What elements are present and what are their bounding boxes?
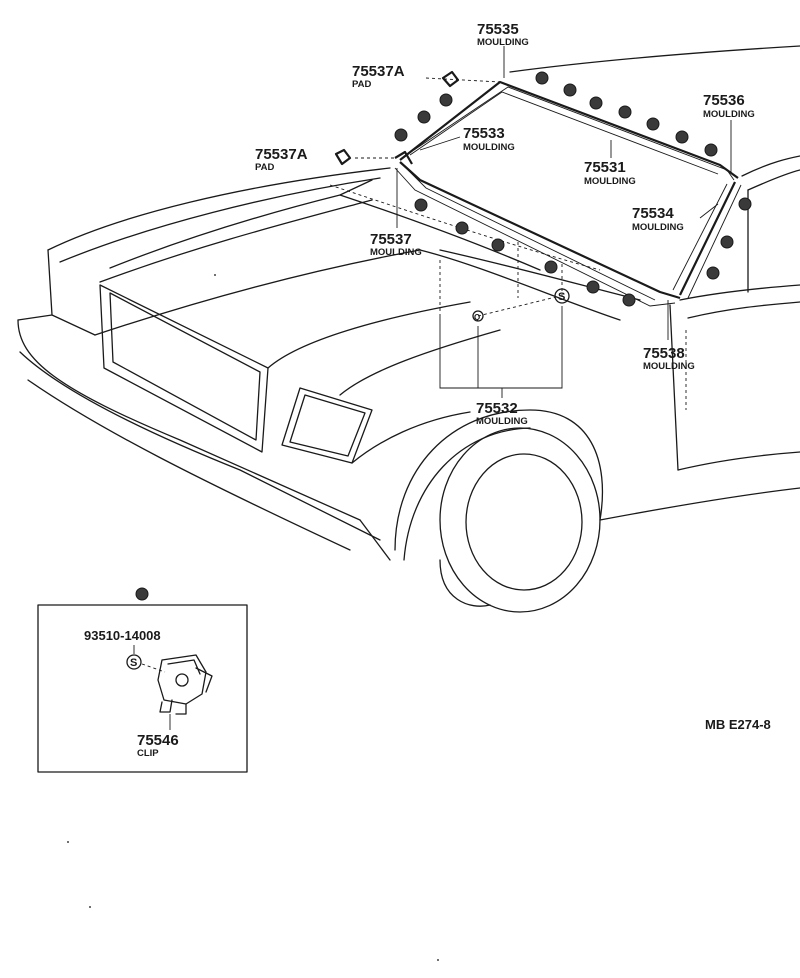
part-labels: 75535 MOULDING 75537A PAD 75533 MOULDING… <box>255 21 755 427</box>
inset-screw-label: S <box>130 657 137 669</box>
speck <box>89 906 91 908</box>
clip-detail-inset: 93510-14008 S 75546 CLIP <box>37 604 248 773</box>
part-name-75537: MOULDING <box>370 247 422 258</box>
inset-frame <box>37 604 248 773</box>
dot <box>589 96 603 110</box>
part-number-75537a-top: 75537A <box>352 63 405 80</box>
pad-left-shape <box>334 148 352 166</box>
part-number-75546: 75546 <box>137 732 179 749</box>
part-number-75537a-left: 75537A <box>255 146 308 163</box>
part-number-75536: 75536 <box>703 92 745 109</box>
part-name-75538: MOULDING <box>643 361 695 372</box>
dot <box>417 110 431 124</box>
part-number-75532: 75532 <box>476 400 518 417</box>
clip-symbol <box>472 310 484 322</box>
screw-symbol-label: S <box>558 291 565 303</box>
dot <box>675 130 689 144</box>
dot <box>646 117 660 131</box>
speck <box>67 841 69 843</box>
screw-symbol <box>554 288 570 304</box>
adhesive-dots <box>135 71 752 601</box>
speck <box>214 274 216 276</box>
part-number-93510: 93510-14008 <box>84 628 161 643</box>
part-name-75533: MOULDING <box>463 142 515 153</box>
dot <box>439 93 453 107</box>
dot <box>704 143 718 157</box>
dot <box>720 235 734 249</box>
dot <box>586 280 600 294</box>
inset-screw-symbol <box>126 654 142 670</box>
clip-icon <box>157 654 213 715</box>
dot <box>618 105 632 119</box>
leader-lines <box>355 46 732 398</box>
part-number-75538: 75538 <box>643 345 685 362</box>
dot <box>394 128 408 142</box>
part-name-75546: CLIP <box>137 748 159 759</box>
part-number-75535: 75535 <box>477 21 519 38</box>
dot <box>414 198 428 212</box>
diagram-code: MB E274-8 <box>705 717 771 732</box>
speck <box>437 959 439 961</box>
clip-symbol-label: Q <box>474 313 480 322</box>
dot <box>622 293 636 307</box>
part-name-75531: MOULDING <box>584 176 636 187</box>
part-name-75536: MOULDING <box>703 109 755 120</box>
car-body-outline <box>17 45 800 613</box>
part-number-75534: 75534 <box>632 205 674 222</box>
part-name-75537a-left: PAD <box>255 162 274 173</box>
dot <box>738 197 752 211</box>
part-number-75537: 75537 <box>370 231 412 248</box>
part-name-75535: MOULDING <box>477 37 529 48</box>
dot <box>535 71 549 85</box>
dot <box>135 587 149 601</box>
part-name-75534: MOULDING <box>632 222 684 233</box>
windshield-symbols: S Q <box>472 288 570 322</box>
dot <box>563 83 577 97</box>
windshield-mouldings <box>394 80 742 317</box>
dot <box>706 266 720 280</box>
part-number-75531: 75531 <box>584 159 626 176</box>
part-name-75537a-top: PAD <box>352 79 371 90</box>
dot <box>491 238 505 252</box>
dot <box>455 221 469 235</box>
part-name-75532: MOULDING <box>476 416 528 427</box>
part-number-75533: 75533 <box>463 125 505 142</box>
dot <box>544 260 558 274</box>
